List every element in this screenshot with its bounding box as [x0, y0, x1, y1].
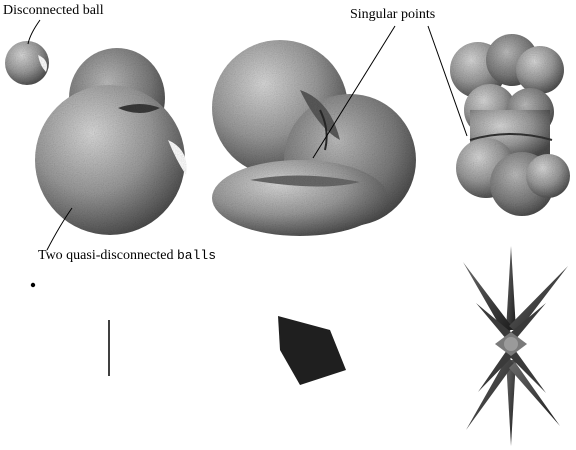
disconnected-ball-shape — [5, 41, 49, 85]
two-balls-shape — [35, 48, 187, 235]
spiky-star-shape — [463, 246, 568, 446]
merged-balls-shape — [212, 40, 416, 236]
label-singular-points: Singular points — [350, 7, 435, 23]
label-two-balls-text: Two quasi-disconnected — [38, 248, 177, 263]
cluster-balls-shape — [450, 34, 570, 216]
leader-disconnected — [28, 20, 40, 44]
label-two-balls-code: balls — [177, 248, 216, 263]
point-dot — [31, 283, 35, 287]
label-disconnected-ball: Disconnected ball — [3, 3, 104, 19]
dark-polygon — [278, 316, 346, 385]
label-two-quasi-disconnected-balls: Two quasi-disconnected balls — [38, 248, 216, 264]
